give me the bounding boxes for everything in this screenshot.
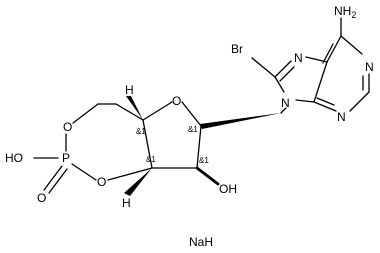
stereo-c1: &1: [188, 125, 198, 134]
n3-label: N: [337, 110, 346, 124]
stereo-c2: &1: [199, 156, 209, 165]
n9-label: N: [281, 96, 290, 110]
stereo-c4: &1: [136, 127, 146, 136]
c4-hydrogen-label: H: [125, 83, 134, 97]
sodium-hydride-label: NaH: [189, 235, 213, 249]
ring-oxygen-label: O: [172, 94, 181, 108]
c3-h-wedge: [124, 168, 152, 196]
atom-labels: NH2 Br N N N N O O O P HO O OH H H NaH: [5, 4, 374, 249]
phosphate-hydroxyl-label: HO: [5, 151, 23, 165]
sugar-hydroxyl-label: OH: [219, 182, 237, 196]
c3-hydrogen-label: H: [122, 196, 131, 210]
phosphoryl-oxygen-label: O: [37, 191, 46, 205]
stereo-c3: &1: [146, 155, 156, 164]
c4-h-wedge: [126, 96, 143, 120]
sugar-phosphate-bonds: [33, 96, 287, 196]
n1-label: N: [365, 60, 374, 74]
phosphorus-label: P: [62, 151, 70, 165]
stereo-labels: &1 &1 &1 &1: [136, 125, 209, 165]
ester-oxygen-5-label: O: [63, 120, 72, 134]
ester-oxygen-3-label: O: [97, 175, 106, 189]
n9-c1-wedge: [200, 113, 281, 129]
amino-label: NH2: [334, 4, 356, 20]
purine-bonds: [251, 17, 370, 112]
n7-label: N: [294, 51, 303, 65]
bromine-label: Br: [231, 42, 243, 56]
